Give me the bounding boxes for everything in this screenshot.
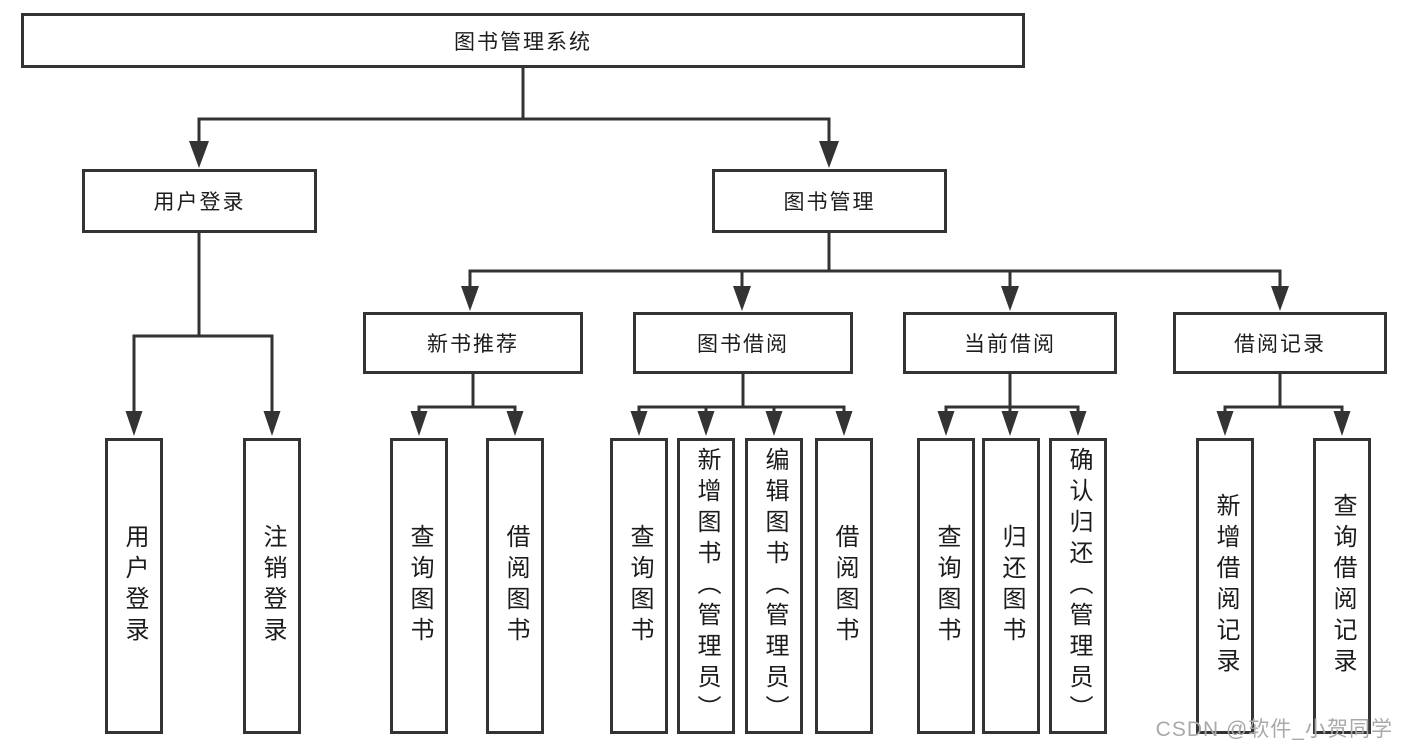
node-label: 借阅图书	[502, 524, 529, 648]
node-records-add-record: 新增借阅记录	[1196, 438, 1254, 734]
watermark: CSDN @软件_小贺同学	[1155, 718, 1393, 741]
node-current-return-book: 归还图书	[982, 438, 1040, 734]
node-library-system: 图书管理系统	[21, 13, 1025, 68]
node-label: 新增借阅记录	[1212, 493, 1239, 679]
node-label: 新书推荐	[427, 333, 519, 356]
node-label: 查询图书	[933, 524, 960, 648]
node-borrow-add-book-admin: 新增图书（管理员）	[677, 438, 735, 734]
node-login: 用户登录	[105, 438, 163, 734]
node-book-management: 图书管理	[712, 169, 947, 233]
node-recommend-query-book: 查询图书	[390, 438, 448, 734]
node-label: 借阅图书	[831, 524, 858, 648]
node-label: 借阅记录	[1234, 333, 1326, 356]
node-book-borrowing: 图书借阅	[633, 312, 853, 374]
node-records-query-record: 查询借阅记录	[1313, 438, 1371, 734]
node-label: 图书管理	[783, 191, 876, 214]
node-current-query-book: 查询图书	[917, 438, 975, 734]
node-new-book-recommendation: 新书推荐	[363, 312, 583, 374]
node-label: 查询图书	[626, 524, 653, 648]
node-label: 图书管理系统	[454, 30, 592, 54]
node-label: 查询借阅记录	[1329, 493, 1356, 679]
node-label: 查询图书	[406, 524, 433, 648]
node-label: 确认归还（管理员）	[1065, 446, 1092, 726]
node-label: 注销登录	[259, 524, 286, 648]
node-borrow-query-book: 查询图书	[610, 438, 668, 734]
node-label: 编辑图书（管理员）	[761, 446, 788, 726]
node-current-borrowing: 当前借阅	[903, 312, 1117, 374]
node-label: 用户登录	[153, 191, 246, 214]
node-label: 用户登录	[121, 524, 148, 648]
node-borrow-edit-book-admin: 编辑图书（管理员）	[745, 438, 803, 734]
node-current-confirm-return-admin: 确认归还（管理员）	[1049, 438, 1107, 734]
node-user-login: 用户登录	[82, 169, 317, 233]
node-borrowing-records: 借阅记录	[1173, 312, 1387, 374]
node-logout: 注销登录	[243, 438, 301, 734]
node-label: 归还图书	[998, 524, 1025, 648]
node-label: 当前借阅	[964, 333, 1056, 356]
node-borrow-borrow-book: 借阅图书	[815, 438, 873, 734]
node-label: 新增图书（管理员）	[693, 446, 720, 726]
node-recommend-borrow-book: 借阅图书	[486, 438, 544, 734]
node-label: 图书借阅	[697, 333, 789, 356]
